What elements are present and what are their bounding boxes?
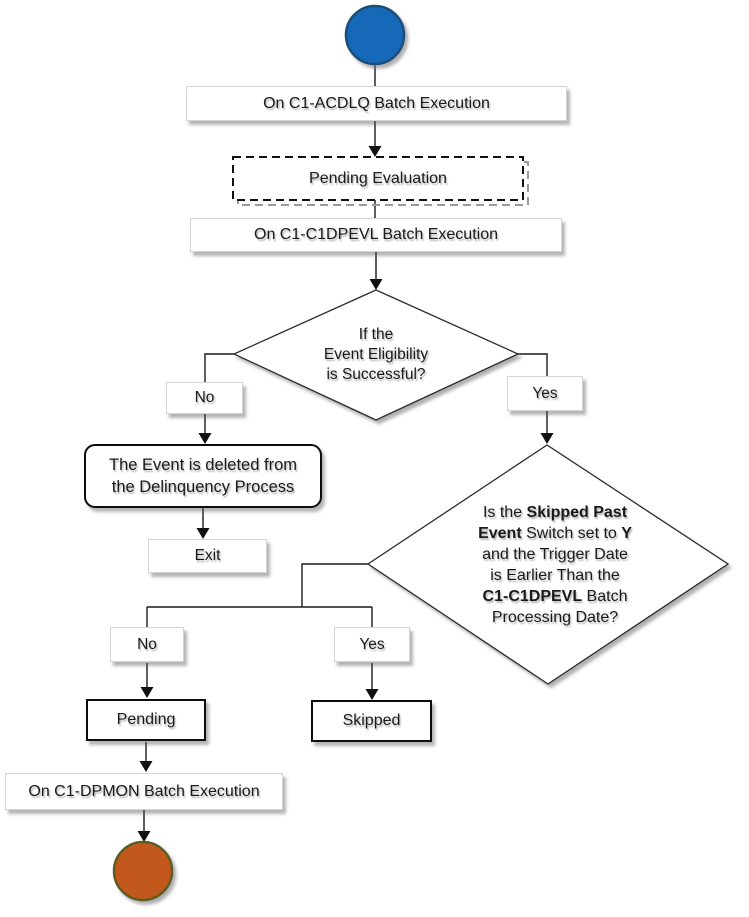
decision-eligibility-label: If the Event Eligibility is Successful? (323, 326, 429, 383)
decision-skipped-past-label: Is the Skipped Past Event Switch set to … (478, 504, 632, 626)
decision-eligibility-diamond (232, 289, 520, 421)
branch-yes-1-box: Yes (507, 376, 583, 411)
arrowhead-decision2 (540, 433, 554, 444)
batch-c1dpevl-box: On C1-C1DPEVL Batch Execution (190, 218, 562, 252)
arrowhead-decision1 (369, 279, 383, 290)
arrowhead-end (137, 831, 151, 842)
start-node-circle (344, 4, 406, 66)
decision-skipped-past-diamond (366, 444, 730, 685)
skipped-state-box: Skipped (311, 700, 432, 742)
pending-state-box: Pending (86, 699, 206, 741)
branch-no-2-box: No (110, 627, 184, 662)
connector-decision2-left-elbow (301, 563, 368, 607)
event-deleted-box: The Event is deleted from the Delinquenc… (84, 444, 322, 508)
arrowheads (137, 146, 554, 842)
arrowhead-deleted (198, 433, 212, 444)
pending-evaluation-label: Pending Evaluation (309, 169, 447, 187)
pending-evaluation-box (232, 156, 524, 201)
arrowhead-exit (196, 528, 210, 539)
branch-no-1-box: No (166, 382, 243, 414)
arrowhead-skipped (365, 689, 379, 700)
batch-dpmon-box: On C1-DPMON Batch Execution (5, 773, 283, 810)
branch-yes-2-box: Yes (334, 627, 410, 662)
end-node-circle (112, 840, 174, 902)
connector-decision1-no-elbow (204, 353, 234, 383)
arrowhead-dpmon (139, 761, 153, 772)
connector-lines (143, 64, 548, 832)
arrowhead-pending-eval (368, 146, 382, 157)
arrowhead-pending (140, 687, 154, 698)
batch-acdlq-box: On C1-ACDLQ Batch Execution (186, 86, 567, 121)
exit-box: Exit (148, 539, 267, 573)
